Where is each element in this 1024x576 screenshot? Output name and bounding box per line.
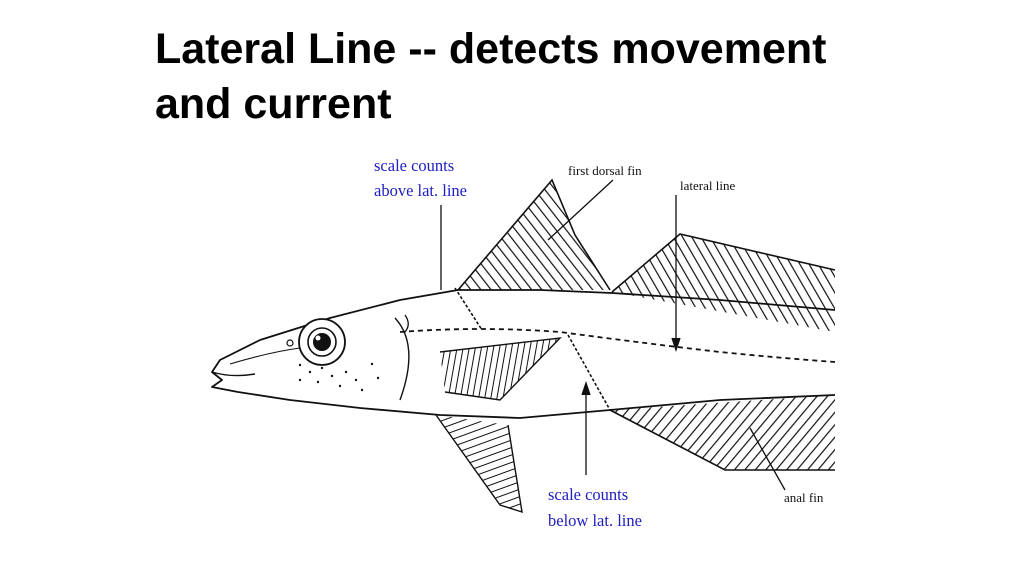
leader-lines <box>440 179 786 491</box>
label-first-dorsal-fin: first dorsal fin <box>568 163 642 178</box>
first-dorsal-fin <box>457 178 611 291</box>
label-anal-fin: anal fin <box>784 490 824 505</box>
lateral-line <box>399 328 836 363</box>
label-scale-above-1: scale counts <box>374 156 454 175</box>
label-scale-below-2: below lat. line <box>548 511 642 530</box>
label-lateral-line: lateral line <box>680 178 735 193</box>
title-line-2: and current <box>155 80 392 128</box>
label-scale-above-2: above lat. line <box>374 181 467 200</box>
second-dorsal-fin <box>611 233 836 332</box>
pelvic-fin <box>435 414 523 514</box>
pectoral-fin <box>439 337 562 401</box>
fish-body <box>211 289 836 419</box>
scale-row-below <box>567 334 611 411</box>
scale-row-above <box>454 287 483 331</box>
fish-eye <box>286 318 346 366</box>
label-scale-below-1: scale counts <box>548 485 628 504</box>
title-line-1: Lateral Line -- detects movement <box>155 25 827 73</box>
anal-fin <box>609 395 835 471</box>
slide-title: Lateral Line -- detects movement and cur… <box>155 22 995 132</box>
